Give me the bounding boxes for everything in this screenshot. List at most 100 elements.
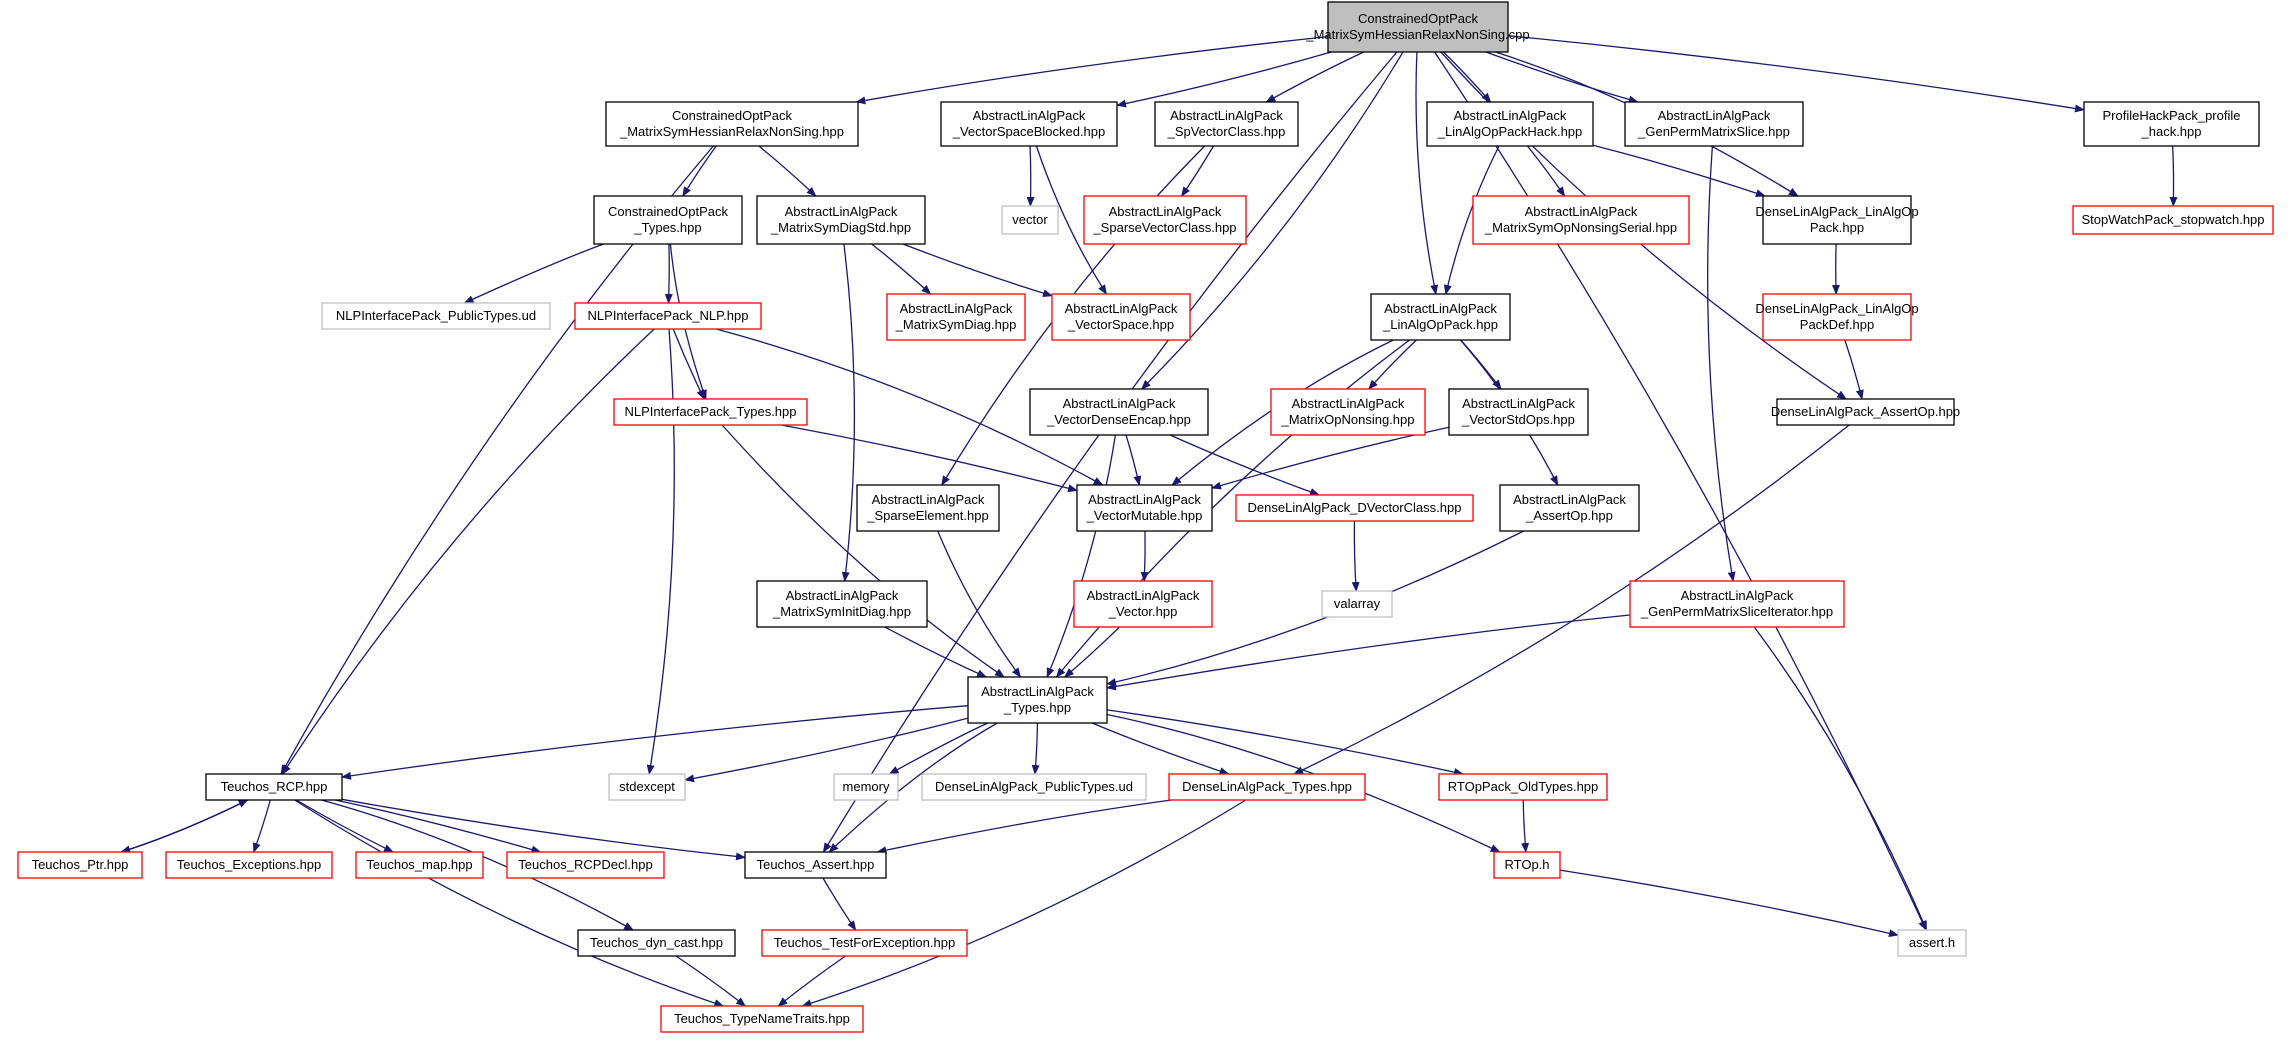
node-label-ala_gpms-0: AbstractLinAlgPack: [1658, 108, 1771, 123]
node-label-ala_vm-1: _VectorMutable.hpp: [1086, 508, 1203, 523]
node-label-ala_gpmsi-1: _GenPermMatrixSliceIterator.hpp: [1640, 604, 1833, 619]
node-box-ala_vsb: [940, 101, 1118, 147]
node-label-ala_sparsevc-1: _SparseVectorClass.hpp: [1092, 220, 1236, 235]
edge-t_tfe-to-t_tnt: [777, 955, 846, 1007]
edge-php-to-swp: [2169, 145, 2178, 207]
node-box-ala_msds: [756, 195, 926, 245]
node-ala_vs[interactable]: AbstractLinAlgPack_VectorSpace.hpp: [1051, 293, 1191, 341]
node-t_tnt[interactable]: Teuchos_TypeNameTraits.hpp: [660, 1005, 864, 1033]
node-label-t_map-0: Teuchos_map.hpp: [366, 857, 472, 872]
edge-nlp_nlp-to-nlp_types: [672, 328, 705, 400]
node-ala_vso[interactable]: AbstractLinAlgPack_VectorStdOps.hpp: [1448, 388, 1589, 436]
node-box-t_rcp: [205, 773, 343, 801]
node-label-dla_laop-1: Pack.hpp: [1810, 220, 1864, 235]
node-ala_gpms[interactable]: AbstractLinAlgPack_GenPermMatrixSlice.hp…: [1624, 101, 1804, 147]
node-label-ala_laoph-0: AbstractLinAlgPack: [1454, 108, 1567, 123]
node-t_exc[interactable]: Teuchos_Exceptions.hpp: [165, 851, 333, 879]
node-php[interactable]: ProfileHackPack_profile_hack.hpp: [2083, 101, 2260, 147]
node-label-dla_dvc-0: DenseLinAlgPack_DVectorClass.hpp: [1248, 500, 1462, 515]
edge-ala_types-to-rtop_ot: [1106, 709, 1464, 777]
node-ala_types[interactable]: AbstractLinAlgPack_Types.hpp: [967, 676, 1108, 724]
node-layer: ConstrainedOptPack_MatrixSymHessianRelax…: [17, 1, 2274, 1033]
node-box-ala_vde: [1029, 388, 1209, 436]
node-nlp_types[interactable]: NLPInterfacePack_Types.hpp: [613, 398, 808, 426]
node-ala_laop[interactable]: AbstractLinAlgPack_LinAlgOpPack.hpp: [1370, 293, 1511, 341]
node-label-memory-0: memory: [843, 779, 890, 794]
edge-cop_types-to-nlp_pt: [463, 243, 604, 304]
node-box-ala_msopns: [1472, 195, 1690, 245]
node-ala_gpmsi[interactable]: AbstractLinAlgPack_GenPermMatrixSliceIte…: [1629, 580, 1845, 628]
node-nlp_nlp[interactable]: NLPInterfacePack_NLP.hpp: [574, 302, 762, 330]
node-ala_msds[interactable]: AbstractLinAlgPack_MatrixSymDiagStd.hpp: [756, 195, 926, 245]
node-ala_laoph[interactable]: AbstractLinAlgPack_LinAlgOpPackHack.hpp: [1426, 101, 1594, 147]
edge-ala_msds-to-ala_vs: [902, 243, 1053, 297]
node-t_rcpd[interactable]: Teuchos_RCPDecl.hpp: [506, 851, 665, 879]
node-box-valarray: [1321, 590, 1393, 618]
edge-ala_vsb-to-vector: [1026, 145, 1035, 207]
node-box-t_exc: [165, 851, 333, 879]
node-vector: vector: [1001, 205, 1059, 235]
node-t_assert[interactable]: Teuchos_Assert.hpp: [744, 851, 887, 879]
node-label-ala_ao-1: _AssertOp.hpp: [1525, 508, 1613, 523]
node-label-dla_ao-0: DenseLinAlgPack_AssertOp.hpp: [1771, 404, 1960, 419]
edge-cop_mshrns-to-cop_types: [682, 145, 717, 197]
node-ala_msopns[interactable]: AbstractLinAlgPack_MatrixSymOpNonsingSer…: [1472, 195, 1690, 245]
node-label-ala_msds-0: AbstractLinAlgPack: [785, 204, 898, 219]
node-dla_ao[interactable]: DenseLinAlgPack_AssertOp.hpp: [1771, 398, 1960, 426]
edge-ala_gpmsi-to-ala_types: [1106, 614, 1631, 691]
node-t_rcp[interactable]: Teuchos_RCP.hpp: [205, 773, 343, 801]
node-dla_dvc[interactable]: DenseLinAlgPack_DVectorClass.hpp: [1235, 494, 1474, 522]
node-label-ala_msds-1: _MatrixSymDiagStd.hpp: [770, 220, 911, 235]
node-label-ala_laop-1: _LinAlgOpPack.hpp: [1382, 317, 1498, 332]
node-box-stdexcept: [608, 773, 686, 801]
node-ala_msd[interactable]: AbstractLinAlgPack_MatrixSymDiag.hpp: [886, 293, 1026, 341]
node-cop_types[interactable]: ConstrainedOptPack_Types.hpp: [593, 195, 743, 245]
node-t_map[interactable]: Teuchos_map.hpp: [355, 851, 484, 879]
node-dla_types[interactable]: DenseLinAlgPack_Types.hpp: [1168, 773, 1366, 801]
edge-ala_vso-to-ala_vm: [1211, 426, 1450, 490]
node-ala_vec[interactable]: AbstractLinAlgPack_Vector.hpp: [1073, 580, 1213, 628]
node-t_ptr[interactable]: Teuchos_Ptr.hpp: [17, 851, 143, 879]
node-label-ala_se-0: AbstractLinAlgPack: [872, 492, 985, 507]
node-rtop_h[interactable]: RTOp.h: [1493, 851, 1561, 879]
edge-ala_types-to-dla_pt: [1031, 722, 1040, 775]
node-ala_sparsevc[interactable]: AbstractLinAlgPack_SparseVectorClass.hpp: [1083, 195, 1247, 245]
node-box-rtop_ot: [1438, 773, 1608, 801]
node-ala_ao[interactable]: AbstractLinAlgPack_AssertOp.hpp: [1499, 484, 1640, 532]
node-ala_vde[interactable]: AbstractLinAlgPack_VectorDenseEncap.hpp: [1029, 388, 1209, 436]
node-dla_laop[interactable]: DenseLinAlgPack_LinAlgOpPack.hpp: [1755, 195, 1919, 245]
node-ala_se[interactable]: AbstractLinAlgPack_SparseElement.hpp: [856, 484, 1000, 532]
node-label-nlp_pt-0: NLPInterfacePack_PublicTypes.ud: [336, 308, 536, 323]
node-t_tfe[interactable]: Teuchos_TestForException.hpp: [761, 929, 968, 957]
edge-ala_types-to-memory: [888, 722, 989, 775]
node-ala_vm[interactable]: AbstractLinAlgPack_VectorMutable.hpp: [1076, 484, 1213, 532]
node-label-ala_msd-0: AbstractLinAlgPack: [900, 301, 1013, 316]
node-cop_mshrns[interactable]: ConstrainedOptPack_MatrixSymHessianRelax…: [605, 101, 859, 147]
node-box-rtop_h: [1493, 851, 1561, 879]
node-t_dyn[interactable]: Teuchos_dyn_cast.hpp: [577, 929, 736, 957]
node-ala_svc[interactable]: AbstractLinAlgPack_SpVectorClass.hpp: [1154, 101, 1299, 147]
node-box-dla_pt: [921, 773, 1147, 801]
node-rtop_ot[interactable]: RTOpPack_OldTypes.hpp: [1438, 773, 1608, 801]
node-label-t_rcpd-0: Teuchos_RCPDecl.hpp: [518, 857, 652, 872]
node-box-t_tnt: [660, 1005, 864, 1033]
edge-t_dyn-to-t_tnt: [675, 955, 747, 1007]
node-root[interactable]: ConstrainedOptPack_MatrixSymHessianRelax…: [1305, 1, 1530, 53]
node-ala_vsb[interactable]: AbstractLinAlgPack_VectorSpaceBlocked.hp…: [940, 101, 1118, 147]
node-box-ala_types: [967, 676, 1108, 724]
edge-ala_vsb-to-ala_vs: [1035, 145, 1107, 295]
node-ala_mon[interactable]: AbstractLinAlgPack_MatrixOpNonsing.hpp: [1270, 388, 1426, 436]
node-swp[interactable]: StopWatchPack_stopwatch.hpp: [2072, 205, 2274, 235]
edge-ala_vec-to-ala_types: [1063, 626, 1120, 678]
node-box-t_map: [355, 851, 484, 879]
node-box-ala_svc: [1154, 101, 1299, 147]
edge-dla_laopd-to-dla_ao: [1844, 339, 1864, 400]
node-label-ala_vec-0: AbstractLinAlgPack: [1087, 588, 1200, 603]
node-box-ala_msid: [756, 580, 928, 628]
node-memory: memory: [833, 773, 899, 801]
node-label-nlp_types-0: NLPInterfacePack_Types.hpp: [625, 404, 797, 419]
edge-ala_vm-to-ala_vec: [1140, 530, 1149, 582]
node-ala_msid[interactable]: AbstractLinAlgPack_MatrixSymInitDiag.hpp: [756, 580, 928, 628]
